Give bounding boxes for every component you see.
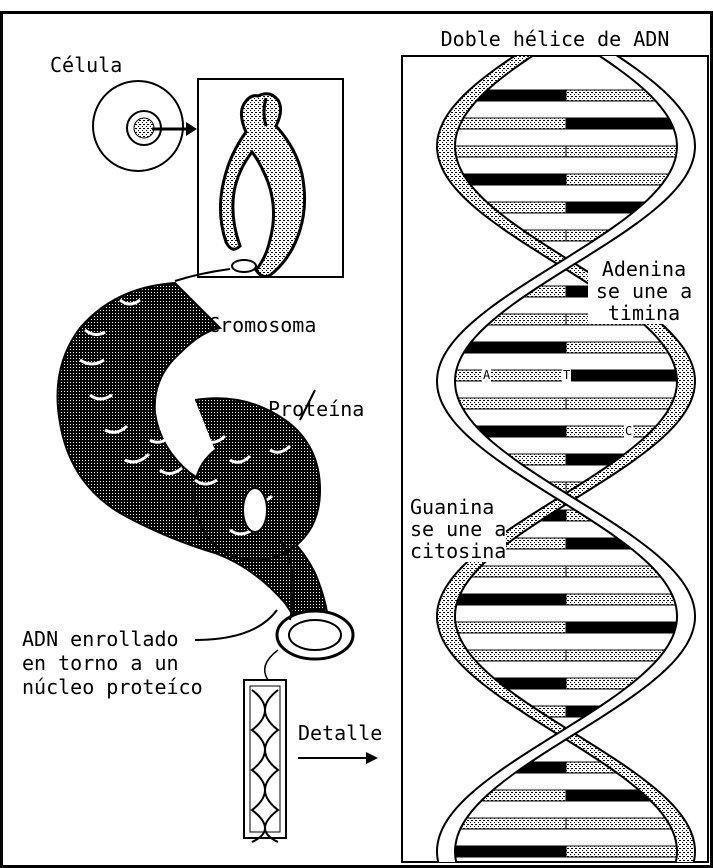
base-pair-half bbox=[566, 370, 686, 381]
base-pair-half bbox=[451, 398, 566, 409]
dna-coiled-label-3: núcleo proteíco bbox=[22, 676, 203, 698]
base-pair-half bbox=[566, 146, 686, 157]
base-pair-half bbox=[566, 566, 665, 577]
base-pair-half bbox=[566, 846, 686, 857]
base-pair-half bbox=[457, 174, 566, 185]
base-letter-t: T bbox=[562, 368, 571, 382]
detail-box bbox=[244, 680, 286, 842]
dna-coiled-label-1: ADN enrollado bbox=[22, 628, 179, 650]
base-letter-c: C bbox=[624, 424, 633, 438]
base-pair-half bbox=[452, 118, 566, 129]
base-pair-half bbox=[458, 342, 566, 353]
base-pair-half bbox=[566, 650, 670, 661]
base-pair-half bbox=[449, 594, 566, 605]
base-pair-half bbox=[467, 566, 566, 577]
detail-arrow bbox=[298, 752, 378, 764]
guanine-label-1: Guanina bbox=[410, 496, 494, 518]
adenine-label-3: timina bbox=[588, 302, 700, 324]
cell-label: Célula bbox=[50, 54, 122, 76]
base-pair-half bbox=[566, 594, 683, 605]
guanine-label-2: se une a bbox=[410, 518, 506, 540]
base-pair-half bbox=[566, 342, 674, 353]
helix-title: Doble hélice de ADN bbox=[402, 28, 708, 50]
base-pair-half bbox=[566, 174, 675, 185]
base-pair-half bbox=[566, 818, 678, 829]
base-pair-half bbox=[454, 818, 566, 829]
base-pair-half bbox=[447, 622, 566, 633]
base-pair-half bbox=[566, 398, 681, 409]
base-pair-half bbox=[566, 622, 685, 633]
protein-label: Proteína bbox=[268, 398, 364, 420]
base-letter-a: A bbox=[482, 368, 491, 382]
base-pair-half bbox=[446, 846, 566, 857]
adenine-label-2: se une a bbox=[588, 280, 700, 302]
base-pair-half bbox=[566, 118, 680, 129]
detail-label: Detalle bbox=[298, 722, 382, 744]
chromosome-label: Cromosoma bbox=[208, 314, 316, 336]
base-pair-half bbox=[446, 370, 566, 381]
base-pair-half bbox=[446, 146, 566, 157]
guanine-label-3: citosina bbox=[410, 540, 506, 562]
cell-icon bbox=[93, 81, 197, 171]
adenine-label-1: Adenina bbox=[588, 258, 700, 280]
dna-coiled-label-2: en torno a un bbox=[22, 652, 179, 674]
base-pair-half bbox=[462, 650, 566, 661]
